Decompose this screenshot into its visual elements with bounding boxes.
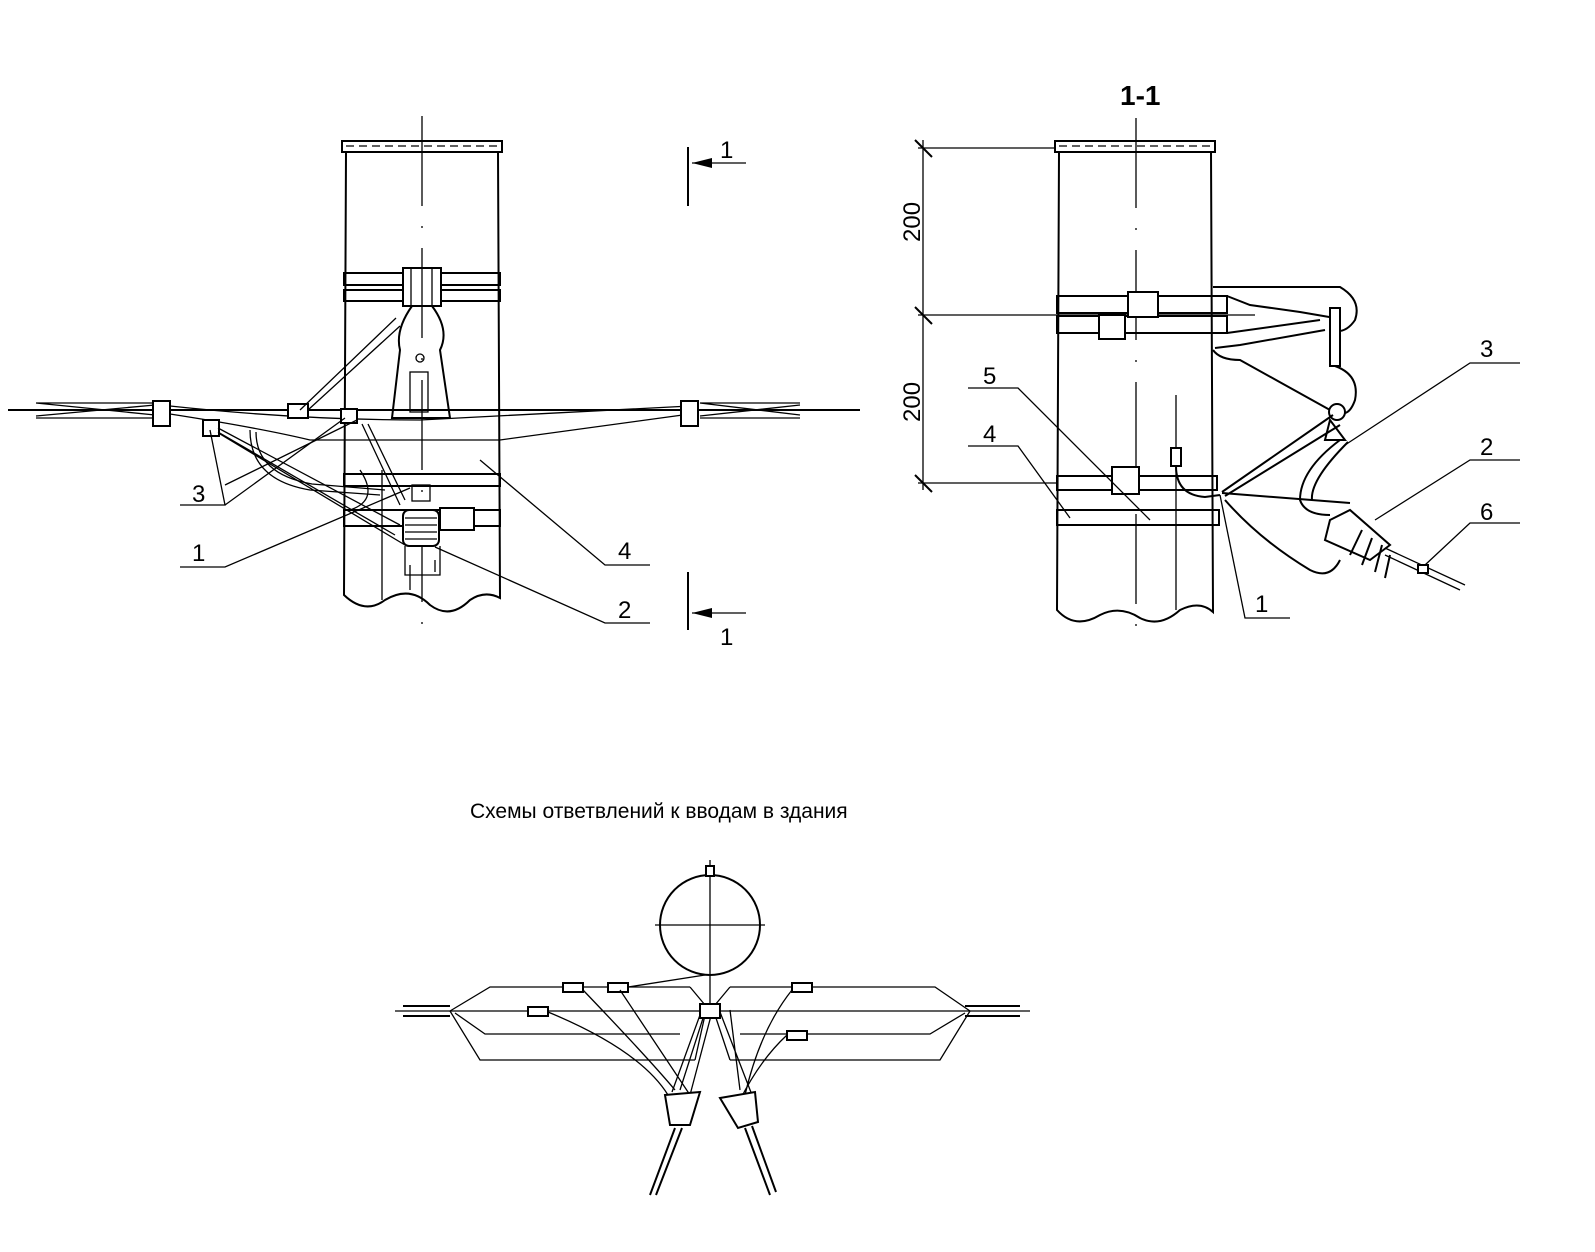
callout-2: 2 [1480, 434, 1493, 461]
callout-4: 4 [983, 421, 996, 448]
lower-bracket [1056, 414, 1466, 591]
section-title: 1-1 [1120, 80, 1160, 111]
insulator [1323, 508, 1392, 579]
callouts-front: 3 1 4 2 [180, 417, 650, 624]
callout-5: 5 [983, 363, 996, 390]
callout-6: 6 [1480, 499, 1493, 526]
dimension-200-upper: 200 [899, 202, 926, 242]
callout-3: 3 [1480, 336, 1493, 363]
svg-text:1: 1 [720, 624, 733, 651]
main-cable [8, 317, 860, 441]
section-mark-top: 1 [687, 137, 746, 206]
callout-1: 1 [192, 540, 205, 567]
pole-section [1054, 140, 1216, 623]
schemes-title: Схемы ответвлений к вводам в здания [470, 800, 848, 823]
callout-2: 2 [618, 597, 631, 624]
dimension-200-lower: 200 [899, 382, 926, 422]
svg-text:1: 1 [720, 137, 733, 164]
upper-bracket [1056, 286, 1358, 441]
callout-3: 3 [192, 481, 205, 508]
callout-4: 4 [618, 538, 631, 565]
section-mark-bottom: 1 [687, 572, 746, 651]
callouts-section: 5 4 3 2 6 1 [968, 336, 1520, 619]
upper-band [343, 267, 501, 419]
pole-plan [655, 860, 765, 1010]
cable-runs [395, 974, 1030, 1101]
branch-schemes: Схемы ответвлений к вводам в здания [395, 800, 1030, 1196]
branch-insulators [649, 1090, 777, 1196]
lower-band [343, 473, 501, 590]
callout-1: 1 [1255, 591, 1268, 618]
front-view: 3 1 4 2 1 1 [8, 116, 860, 651]
section-view: 1-1 200 200 [899, 80, 1520, 640]
